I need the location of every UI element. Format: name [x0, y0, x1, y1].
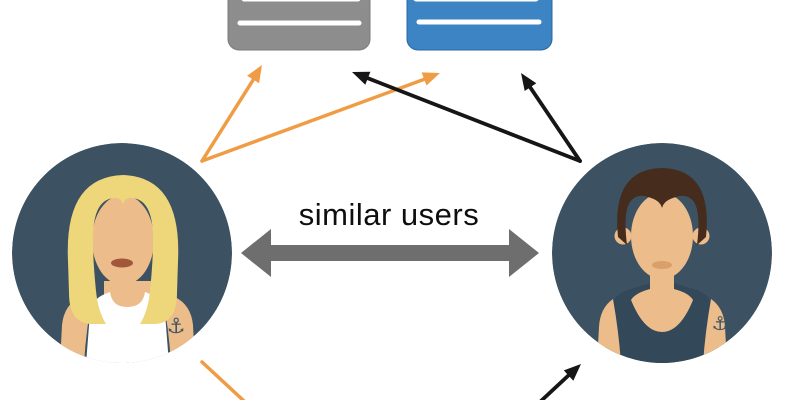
- female-anchor-tattoo-icon: ⚓: [167, 314, 186, 338]
- male-anchor-tattoo-icon: ⚓: [711, 313, 728, 335]
- male-arrow-to-gray-item-head: [352, 71, 371, 85]
- male-chest: [631, 273, 693, 332]
- female-user-avatar: ⚓: [12, 143, 232, 363]
- female-hair: [67, 175, 179, 324]
- female-arrow-to-blue-item: [200, 72, 440, 163]
- male-user-avatar: ⚓: [552, 143, 772, 363]
- male-arrow-to-blue-item: [521, 73, 582, 163]
- female-arrow-offscreen-bottom: [200, 360, 246, 400]
- male-arrow-to-gray-item: [352, 71, 582, 163]
- male-arrow-from-offscreen-bottom-line: [539, 372, 572, 400]
- male-arrow-to-blue-item-head: [521, 73, 537, 91]
- gray-item-card: [227, 0, 371, 51]
- male-face: [631, 193, 693, 279]
- male-arrow-to-blue-item-line: [527, 83, 582, 163]
- female-lips: [111, 258, 133, 268]
- female-arrow-to-blue-item-head: [421, 72, 440, 86]
- blue-item-card: [406, 0, 553, 51]
- female-arrow-to-gray-item-head: [247, 65, 262, 84]
- male-hair: [617, 168, 707, 245]
- female-arrow-to-gray-item-line: [200, 76, 256, 163]
- female-arrow-to-blue-item-line: [200, 77, 427, 163]
- male-arrow-from-offscreen-bottom: [539, 364, 581, 400]
- male-arrow-from-offscreen-bottom-head: [563, 364, 581, 381]
- blue-card-body: [406, 0, 553, 51]
- male-lips: [652, 261, 672, 269]
- female-face: [92, 195, 154, 285]
- similarity-double-arrow: [241, 229, 539, 277]
- female-chest: [104, 281, 151, 310]
- female-arrow-to-gray-item: [200, 65, 262, 163]
- similar-users-label: similar users: [298, 197, 480, 232]
- male-arrow-to-gray-item-line: [364, 75, 582, 163]
